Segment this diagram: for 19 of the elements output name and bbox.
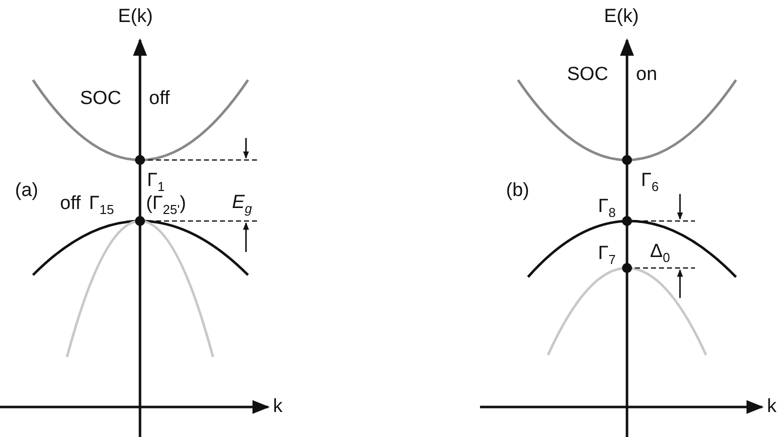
symmetry-label: Γ$_{7}$ [598,243,616,265]
symmetry-label: Γ$_{6}$ [641,170,659,192]
axis-label: k [273,396,282,418]
panel-label: (b) [506,180,530,202]
symmetry-label: Γ$_{8}$ [598,196,616,218]
energy-gap-label: E$_{g}$ [232,192,252,214]
label: off [60,193,81,215]
axis-label: E(k) [604,6,639,28]
symmetry-label: (Γ$_{25'}$) [146,193,186,215]
symmetry-label: Γ$_{1}$ [147,170,165,192]
axis-label: E(k) [118,6,153,28]
panel-label: (a) [15,180,38,202]
label: SOC [567,64,608,86]
axis-label: k [767,396,776,418]
label: on [636,64,658,86]
energy-gap-label: Δ$_{0}$ [650,241,670,263]
label: off [149,88,170,110]
label: SOC [80,88,122,110]
symmetry-label: Γ$_{15}$ [89,193,114,215]
